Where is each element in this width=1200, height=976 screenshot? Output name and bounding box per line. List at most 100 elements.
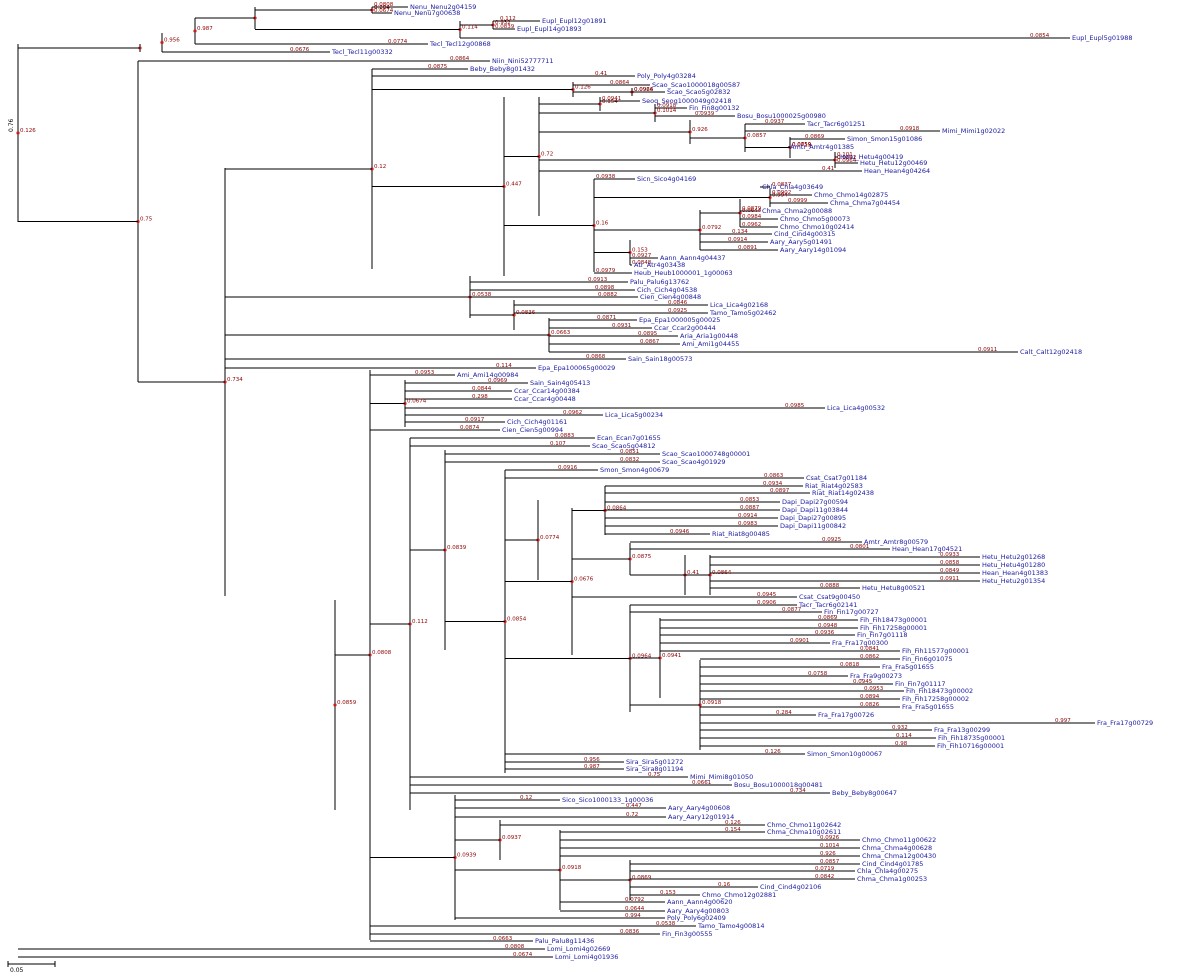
branch-support: 0.0964 [837, 158, 857, 164]
leaf-label: Hean_Hean4g01383 [982, 569, 1048, 577]
branch-support: 0.0758 [808, 671, 828, 677]
branch-support: 0.153 [660, 890, 676, 896]
branch-support: 0.0882 [598, 292, 617, 298]
branch-support: 0.0792 [625, 897, 644, 903]
root-support-label: 0.76 [8, 118, 15, 132]
branch-support: 0.0979 [596, 268, 616, 274]
node-support: 0.0859 [337, 700, 357, 706]
leaf-label: Fih_Fih18473g00002 [906, 687, 973, 695]
leaf-label: Sira_Sira5g01272 [626, 758, 683, 766]
leaf-label: Fih_Fih17258g00001 [860, 624, 927, 632]
branch-support: 0.0864 [450, 56, 470, 62]
leaf-label: Bosu_Bosu1000018g00481 [734, 781, 823, 789]
leaf-label: Aann_Aann4g00620 [667, 898, 733, 906]
branch-support: 0.0962 [742, 222, 761, 228]
node-support: 0.0937 [502, 835, 522, 841]
branch-support: 0.0869 [805, 134, 825, 140]
leaf-label: Tecl_Tecl11g00332 [331, 48, 393, 56]
branch-support: 0.0911 [940, 576, 959, 582]
branch-support: 0.932 [892, 725, 908, 731]
branch-support: 0.0871 [597, 315, 616, 321]
leaf-label: Fih_Fih17258g00002 [902, 695, 969, 703]
leaf-label: Hetu_Hetu4g00419 [840, 153, 903, 161]
branch-support: 0.0983 [738, 521, 758, 527]
branch-support: 0.0894 [860, 694, 880, 700]
branch-support: 0.0663 [493, 936, 513, 942]
node-support: 0.0538 [472, 292, 492, 298]
branch-support: 0.0897 [770, 488, 790, 494]
branch-support: 0.0888 [820, 583, 840, 589]
node-support: 0.0864 [607, 506, 627, 512]
node-support: 0.0854 [507, 617, 527, 623]
leaf-label: Tacr_Tacr6g01251 [806, 120, 865, 128]
leaf-label: Fin_Fin6g01075 [902, 655, 953, 663]
leaf-label: Aary_Aary5g01491 [770, 238, 832, 246]
branch-support: 0.0911 [978, 347, 997, 353]
branch-support: 0.0906 [757, 600, 777, 606]
leaf-label: Ccar_Ccar4g00448 [514, 395, 576, 403]
leaf-label: Scao_Scao5g04812 [592, 442, 656, 450]
branch-support: 0.0853 [740, 497, 760, 503]
branch-support: 0.0719 [815, 866, 835, 872]
branch-support: 0.0941 [602, 96, 621, 102]
branch-support: 0.0962 [563, 410, 582, 416]
node-support: 0.16 [596, 221, 609, 227]
node-support: 0.0842 [837, 155, 856, 161]
leaf-label: Epa_Epa1000005g00025 [639, 316, 720, 324]
branch-support: 0.0925 [822, 537, 842, 543]
node-support: 0.926 [692, 127, 708, 133]
node-marker [160, 40, 164, 45]
leaf-label: Fin_Fin8g00132 [689, 104, 740, 112]
leaf-label: Chma_Chma4g00628 [862, 844, 932, 852]
branch-support: 0.0937 [765, 119, 785, 125]
node-support: 0.0839 [447, 545, 467, 551]
branch-support: 0.0914 [738, 513, 758, 519]
branch-support: 0.1014 [820, 843, 840, 849]
leaf-label: Cind_Cind4g02106 [760, 883, 821, 891]
branch-support: 0.0946 [670, 529, 690, 535]
branch-support: 0.0883 [555, 433, 575, 439]
node-support: 0.956 [164, 38, 180, 44]
leaf-label: Fra_Fra5g01655 [882, 663, 934, 671]
node-support: 0.72 [541, 152, 553, 158]
branch-support: 0.284 [776, 710, 792, 716]
branch-support: 0.0808 [505, 944, 525, 950]
branch-support: 0.0917 [465, 417, 485, 423]
node-support: 0.12 [374, 164, 386, 170]
branch-support: 0.126 [765, 749, 781, 755]
leaf-label: Fra_Fra17g00726 [818, 711, 874, 719]
leaf-label: Chmo_Chmo11g00622 [862, 836, 936, 844]
node-support: 0.932 [495, 20, 511, 26]
node-support: 0.0663 [551, 330, 571, 336]
leaf-label: Cien_Cien5g00994 [502, 426, 563, 434]
branch-support: 0.0877 [782, 607, 802, 613]
branch-support: 0.0874 [460, 425, 480, 431]
leaf-label: Tecl_Tecl12g00868 [429, 40, 491, 48]
node-support: 0.0774 [540, 535, 560, 541]
branch-support: 0.997 [1055, 718, 1071, 724]
leaf-label: Sira_Sira8g01194 [626, 765, 683, 773]
leaf-label: Fra_Fra9g00273 [850, 672, 902, 680]
branch-support: 0.0918 [900, 126, 920, 132]
branch-support: 0.0848 [632, 260, 652, 266]
leaf-label: Hetu_Hetu2g01354 [982, 577, 1045, 585]
node-support: 0.0676 [574, 577, 594, 583]
node-support: 0.0857 [747, 133, 767, 139]
branch-support: 0.956 [584, 757, 600, 763]
leaf-label: Nenu_Nenu7g00638 [394, 9, 460, 17]
branch-support: 0.0914 [728, 237, 748, 243]
leaf-label: Fih_Fih18473g00001 [860, 616, 927, 624]
leaf-label: Fin_Fin7g01118 [857, 631, 908, 639]
node-support: 0.0875 [632, 554, 652, 560]
leaf-label: Fra_Fra13g00299 [934, 726, 990, 734]
node-support: 0.153 [632, 248, 648, 254]
branch-support: 0.72 [626, 812, 638, 818]
node-support: 0.112 [412, 619, 428, 625]
leaf-label: Fih_Fih18735g00001 [938, 734, 1005, 742]
branch-support: 0.0895 [638, 331, 658, 337]
leaf-label: Fin_Fin17g00727 [824, 608, 879, 616]
leaf-label: Lomi_Lomi4g01936 [555, 953, 618, 961]
support-values: 0.08080.06740.1120.08390.08540.07740.067… [20, 2, 1071, 958]
node-support: 0.0918 [562, 865, 582, 871]
branch-support: 0.0999 [788, 198, 808, 204]
